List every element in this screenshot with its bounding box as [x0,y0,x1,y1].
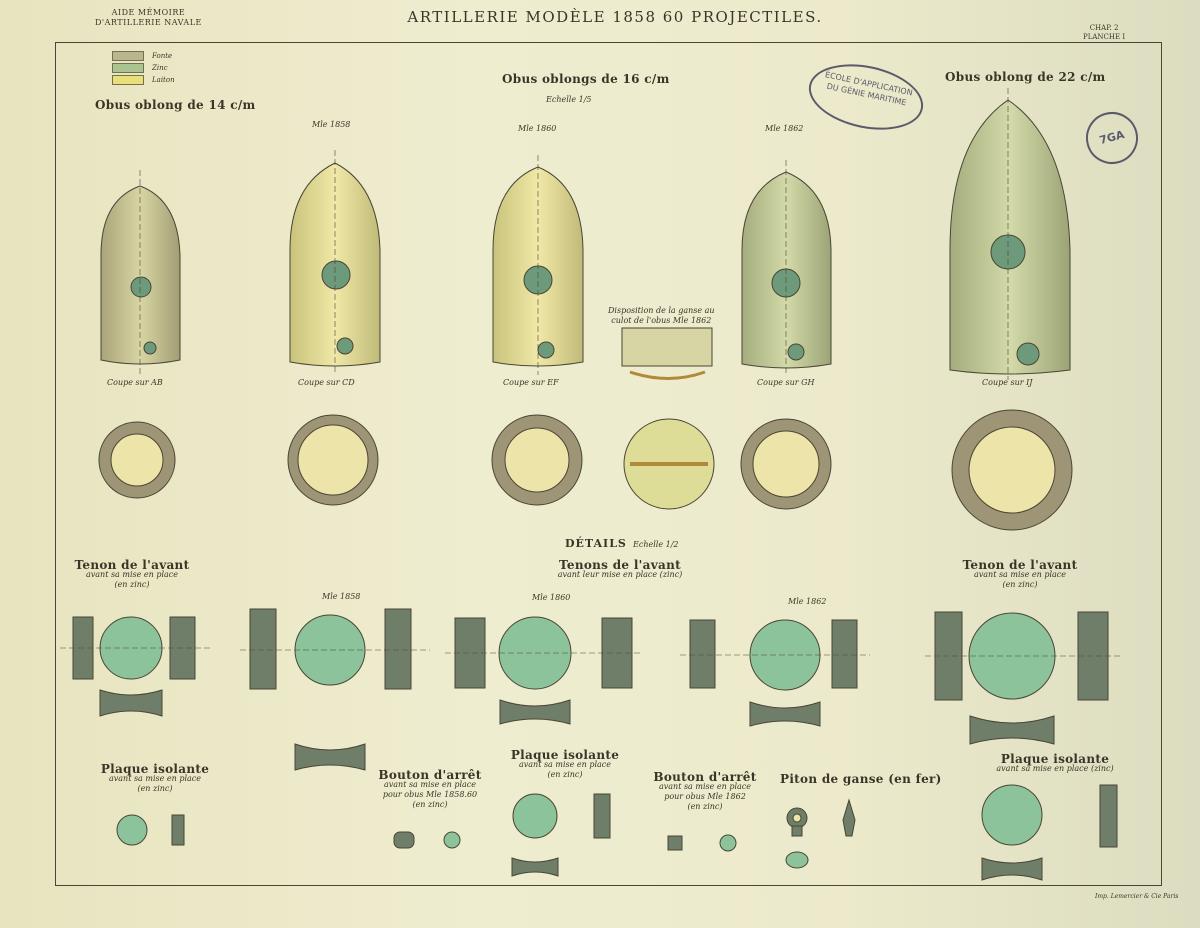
bouton1-sub1: avant sa mise en place [383,780,476,789]
plaque-left-caption: Plaque isolante avant sa mise en place (… [95,762,215,794]
plaque-right-detail [981,784,1118,881]
bouton2-sub1: avant sa mise en place [658,782,751,791]
bouton1-title: Bouton d'arrêt [378,768,482,782]
section-ef [491,414,583,506]
tenon-left-detail [72,616,196,717]
shell-14cm [100,185,181,365]
center-lines [60,88,1120,657]
tenon-right-sub2: (en zinc) [1002,580,1038,589]
details-title: DÉTAILS [565,537,627,550]
detail-mle1858: Mle 1858 [322,592,361,601]
legend-label: Zinc [152,64,168,72]
legend-item: Fonte [112,50,175,62]
section-label-ef: Coupe sur EF [503,378,559,387]
plaque-left-title: Plaque isolante [100,762,210,776]
legend-swatch [112,63,144,73]
section-ganse [623,418,715,510]
plaque-mid-title: Plaque isolante [510,748,620,762]
shell-16cm-1862 [741,171,832,369]
legend-label: Laiton [152,76,175,84]
header-right: CHAP. 2 PLANCHE I [1083,24,1125,42]
obus16-scale: Echelle 1/5 [546,95,592,104]
bouton2-sub2: pour obus Mle 1862 [664,792,746,801]
drawing-frame [55,42,1162,886]
shell-16cm-1858 [289,162,381,367]
bouton2-sub3: (en zinc) [687,802,723,811]
tenon-left-sub2: (en zinc) [114,580,150,589]
plaque-left-detail [116,814,185,846]
tenons-sub: avant leur mise en place (zinc) [557,570,683,579]
plaque-mid-sub1: avant sa mise en place [518,760,611,769]
ganse-note-line1: Disposition de la ganse au [608,306,715,315]
header-left-line1: AIDE MÉMOIRE [111,8,186,17]
section-label-ij: Coupe sur IJ [982,378,1033,387]
mle1858-label: Mle 1858 [312,120,351,129]
plaque-left-sub2: (en zinc) [137,784,173,793]
plaque-right-caption: Plaque isolante avant sa mise en place (… [980,752,1130,774]
page-title: ARTILLERIE MODÈLE 1858 60 PROJECTILES. [407,8,823,26]
shell-22cm [949,99,1071,375]
obus16-title: Obus oblongs de 16 c/m [502,72,670,86]
legend-label: Fonte [152,52,173,60]
header-left-line2: D'ARTILLERIE NAVALE [95,18,202,27]
bouton1-sub2: pour obus Mle 1858.60 [382,790,478,799]
tenon-right-detail [934,611,1109,745]
mle1862-label: Mle 1862 [765,124,804,133]
tenon-left-sub1: avant sa mise en place [85,570,178,579]
ganse-note-line2: culot de l'obus Mle 1862 [611,316,712,325]
section-cd [287,414,379,506]
tenon-1860-detail [454,616,633,725]
printer-credit: Imp. Lemercier & Cie Paris [1095,893,1179,900]
header-left: AIDE MÉMOIRE D'ARTILLERIE NAVALE [95,8,202,28]
tenons-title: Tenons de l'avant [559,558,681,572]
bouton2-title: Bouton d'arrêt [653,770,757,784]
plaque-mid-sub2: (en zinc) [547,770,583,779]
plaque-left-sub1: avant sa mise en place [108,774,201,783]
tenon-left-caption: Tenon de l'avant avant sa mise en place … [72,558,192,590]
mle1860-label: Mle 1860 [518,124,557,133]
piton-detail [785,798,856,869]
bouton2-caption: Bouton d'arrêt avant sa mise en place po… [645,770,765,812]
plaque-right-title: Plaque isolante [1000,752,1110,766]
section-label-ab: Coupe sur AB [107,378,163,387]
tenons-caption: Tenons de l'avant avant leur mise en pla… [530,558,710,580]
section-label-cd: Coupe sur CD [298,378,355,387]
section-label-gh: Coupe sur GH [757,378,815,387]
piton-title: Piton de ganse (en fer) [780,772,942,786]
plate-label: PLANCHE I [1083,33,1126,41]
section-ij [951,409,1073,531]
detail-mle1862: Mle 1862 [788,597,827,606]
chapter-label: CHAP. 2 [1089,24,1119,32]
legend-item: Laiton [112,74,175,86]
ganse-base-drawing [621,327,713,380]
tenon-left-title: Tenon de l'avant [74,558,190,572]
obus14-title: Obus oblong de 14 c/m [95,98,256,112]
tenon-right-sub1: avant sa mise en place [973,570,1066,579]
bouton1-caption: Bouton d'arrêt avant sa mise en place po… [370,768,490,810]
legend-item: Zinc [112,62,175,74]
bouton2-detail [667,834,737,852]
bouton1-detail [393,831,461,849]
detail-mle1860: Mle 1860 [532,593,571,602]
tenon-right-caption: Tenon de l'avant avant sa mise en place … [960,558,1080,590]
plaque-mid-detail [511,793,611,877]
ganse-note: Disposition de la ganse au culot de l'ob… [608,306,715,326]
plaque-mid-caption: Plaque isolante avant sa mise en place (… [505,748,625,780]
section-ab [98,421,176,499]
section-gh [740,418,832,510]
plaque-right-sub: avant sa mise en place (zinc) [996,764,1114,773]
legend-swatch [112,75,144,85]
tenon-1862-detail [689,619,858,727]
bouton1-sub3: (en zinc) [412,800,448,809]
tenon-right-title: Tenon de l'avant [962,558,1078,572]
obus22-title: Obus oblong de 22 c/m [945,70,1106,84]
legend-swatch [112,51,144,61]
details-scale: Echelle 1/2 [633,540,679,549]
material-legend: Fonte Zinc Laiton [112,50,175,86]
tenon-1858-detail [249,608,412,771]
